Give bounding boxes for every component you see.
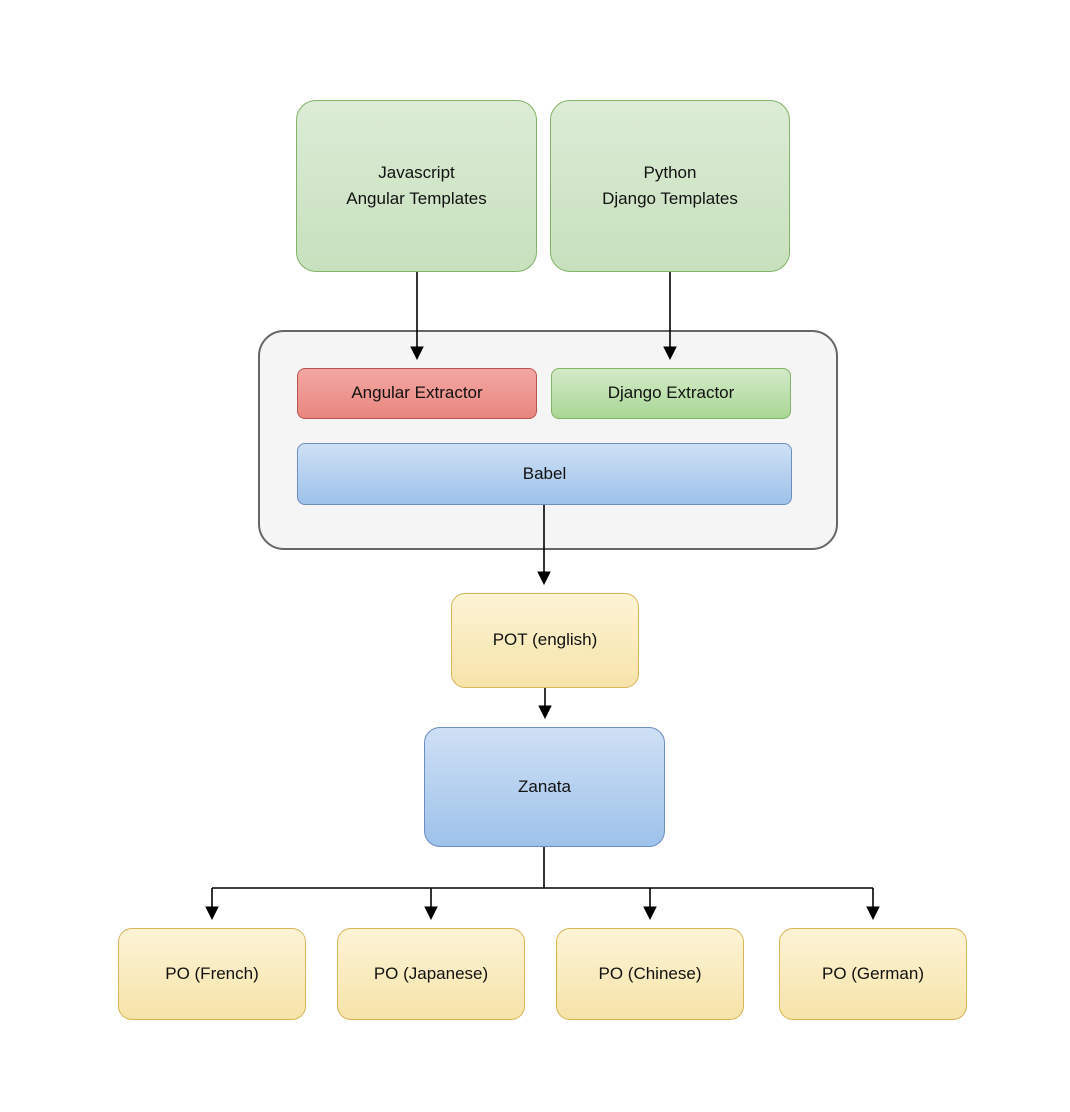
node-pot-english: POT (english) (451, 593, 639, 688)
node-po-chinese: PO (Chinese) (556, 928, 744, 1020)
node-label: Zanata (518, 776, 571, 796)
node-django-extractor: Django Extractor (551, 368, 791, 419)
node-label: Django Extractor (607, 383, 735, 403)
node-label: PO (Japanese) (373, 963, 489, 983)
node-zanata: Zanata (424, 727, 665, 847)
node-label: PO (Chinese) (598, 963, 702, 983)
node-label: Javascript Angular Templates (346, 162, 487, 208)
node-label: PO (German) (821, 963, 925, 983)
node-label: POT (english) (492, 630, 598, 650)
extractor-group-container (258, 330, 838, 550)
node-javascript-angular-templates: Javascript Angular Templates (296, 100, 537, 272)
node-babel: Babel (297, 443, 792, 505)
node-po-japanese: PO (Japanese) (337, 928, 525, 1020)
node-label: Angular Extractor (351, 383, 483, 403)
node-label: Babel (522, 463, 567, 483)
node-label: PO (French) (165, 963, 259, 983)
node-po-german: PO (German) (779, 928, 967, 1020)
node-label: Python Django Templates (602, 162, 738, 208)
node-angular-extractor: Angular Extractor (297, 368, 537, 419)
node-python-django-templates: Python Django Templates (550, 100, 790, 272)
node-po-french: PO (French) (118, 928, 306, 1020)
